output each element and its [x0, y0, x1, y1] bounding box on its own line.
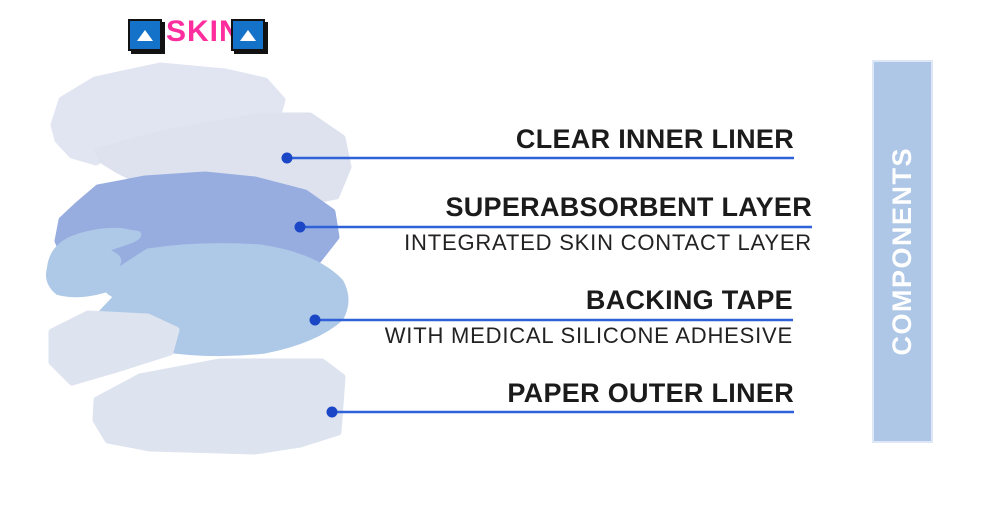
- leader-dot-backing-tape: [309, 314, 321, 326]
- skin-arrow-icon: [128, 19, 162, 51]
- backing-tape-flap-shape: [46, 227, 142, 298]
- components-bar: COMPONENTS: [872, 60, 933, 443]
- layer-title: SUPERABSORBENT LAYER: [445, 192, 812, 222]
- label-clear-inner-liner: CLEAR INNER LINER: [516, 123, 794, 155]
- paper-outer-liner-back-shape: [48, 310, 180, 386]
- label-superabsorbent-layer: SUPERABSORBENT LAYER INTEGRATED SKIN CON…: [404, 191, 812, 256]
- leader-dot-superabsorbent: [294, 221, 306, 233]
- up-arrow-icon: [240, 29, 256, 41]
- layer-subtitle: WITH MEDICAL SILICONE ADHESIVE: [384, 323, 793, 348]
- layer-title: CLEAR INNER LINER: [515, 124, 794, 154]
- components-bar-label: COMPONENTS: [887, 147, 917, 356]
- layer-subtitle: INTEGRATED SKIN CONTACT LAYER: [404, 230, 812, 255]
- label-paper-outer-liner: PAPER OUTER LINER: [507, 377, 794, 409]
- skin-header: SKIN: [0, 0, 990, 60]
- up-arrow-icon: [137, 29, 153, 41]
- layer-title: PAPER OUTER LINER: [507, 378, 794, 408]
- skin-label: SKIN: [166, 15, 242, 48]
- leader-dot-clear-inner-liner: [281, 152, 293, 164]
- layer-title: BACKING TAPE: [585, 285, 793, 315]
- paper-outer-liner-shape: [92, 358, 346, 455]
- leader-dot-paper-outer-liner: [326, 406, 338, 418]
- label-backing-tape: BACKING TAPE WITH MEDICAL SILICONE ADHES…: [385, 284, 793, 349]
- skin-arrow-icon: [231, 19, 265, 51]
